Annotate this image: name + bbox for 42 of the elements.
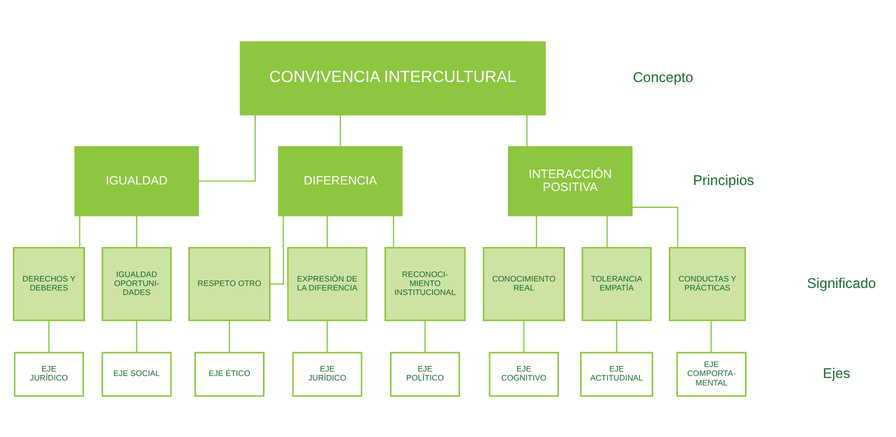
connector	[631, 206, 678, 248]
node-box: CONVIVENCIA INTERCULTURAL	[239, 40, 546, 115]
connector	[616, 320, 617, 352]
connector	[424, 320, 426, 352]
connector	[522, 320, 524, 352]
label: Principios	[692, 171, 754, 188]
connector	[136, 320, 137, 352]
node-box: EJE JURÍDICO	[13, 351, 84, 396]
node-box: EJE COGNITIVO	[488, 351, 558, 396]
node-box: CONDUCTAS Y PRÁCTICAS	[668, 246, 746, 321]
connector	[326, 320, 328, 352]
node-box: EXPRESIÓN DE LA DIFERENCIA	[286, 246, 367, 321]
node-box: DIFERENCIA	[278, 146, 402, 216]
connector	[606, 215, 608, 248]
label: Ejes	[822, 364, 850, 381]
node-box: EJE JURÍDICO	[292, 351, 362, 396]
label: Concepto	[632, 68, 693, 85]
connector	[136, 215, 137, 248]
node-box: EJE POLÍTICO	[390, 351, 460, 396]
connector	[339, 114, 340, 146]
node-box: RECONOCI- MIENTO INSTITUCIONAL	[384, 246, 466, 321]
node-box: EJE ÉTICO	[194, 351, 264, 396]
connector	[535, 215, 537, 248]
connector	[48, 320, 50, 352]
connector	[710, 320, 712, 352]
node-box: INTERACCIÓN POSITIVA	[508, 146, 632, 216]
connector	[78, 215, 80, 248]
connector	[526, 114, 527, 146]
connector	[228, 320, 230, 352]
connector	[392, 215, 394, 248]
node-box: DERECHOS Y DEBERES	[12, 246, 84, 321]
node-box: EJE COMPORTA- MENTAL	[676, 351, 746, 396]
node-box: IGUALDAD	[74, 146, 198, 216]
node-box: EJE SOCIAL	[101, 351, 172, 396]
node-box: CONOCIMIENTO REAL	[482, 246, 564, 321]
connector	[198, 114, 256, 182]
label: Significado	[806, 274, 876, 290]
node-box: EJE ACTITUDINAL	[580, 351, 653, 396]
connector	[326, 215, 328, 248]
node-box: RESPETO OTRO	[188, 246, 270, 321]
node-box: TOLERANCIA EMPATÍA	[581, 246, 652, 321]
node-box: IGUALDAD OPORTUNI- DADES	[101, 246, 172, 321]
